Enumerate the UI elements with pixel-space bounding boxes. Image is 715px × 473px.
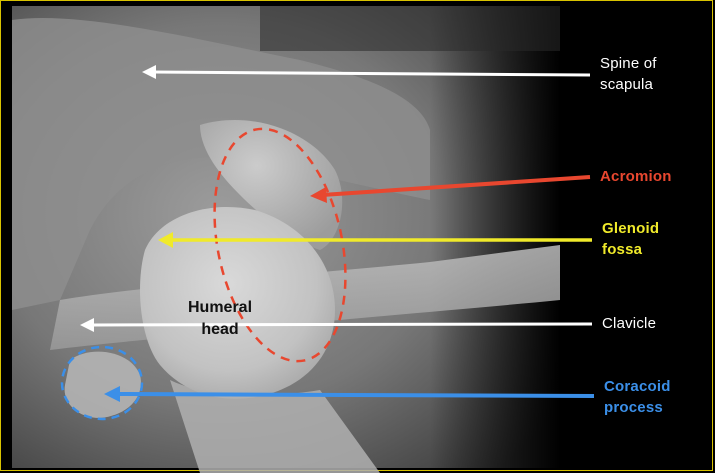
clavicle-label: Clavicle [602,313,656,334]
spine-of-scapula-label: Spine of scapula [600,53,657,95]
acromion-label: Acromion [600,166,672,187]
glenoid-fossa-label: Glenoid fossa [602,218,659,260]
clavicle-arrow-line [92,324,592,325]
xray-top-shadow [260,6,560,51]
coracoid-arrow-line [118,394,594,396]
coracoid-process-label: Coracoid process [604,376,671,418]
humeral-head-label: Humeral head [170,297,270,341]
